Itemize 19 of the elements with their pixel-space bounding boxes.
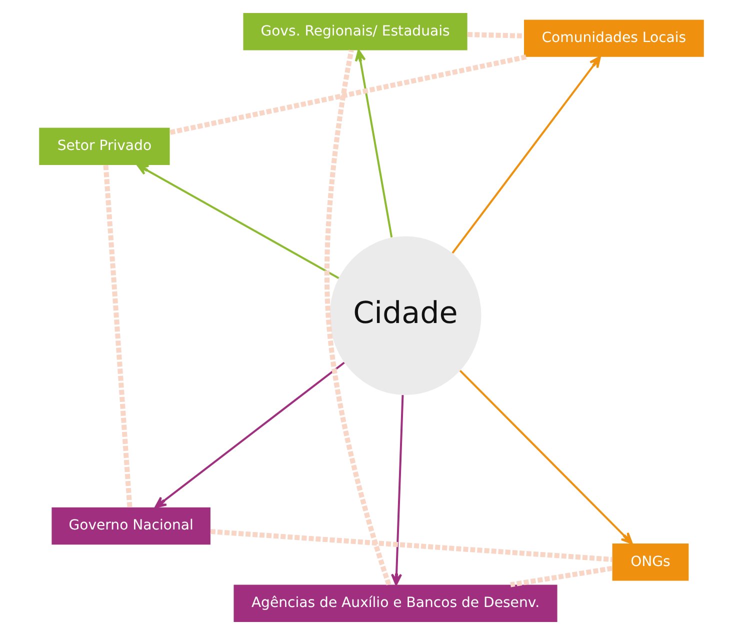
node-circle: Cidade <box>330 236 482 395</box>
connector <box>103 164 132 507</box>
arrow <box>390 394 404 586</box>
arrow <box>354 48 393 237</box>
node-box: Setor Privado <box>39 127 170 164</box>
node-box: Govs. Regionais/ Estaduais <box>243 12 468 50</box>
node-box: Comunidades Locais <box>524 19 704 56</box>
connector <box>468 32 524 38</box>
node-box: ONGs <box>612 543 689 580</box>
arrow <box>459 369 633 544</box>
node-box: Agências de Auxílio e Bancos de Desenv. <box>234 584 558 622</box>
arrow <box>452 55 601 254</box>
node-box: Governo Nacional <box>52 506 210 544</box>
arrow <box>154 361 345 508</box>
connector <box>324 49 392 585</box>
connector <box>169 54 527 134</box>
connector <box>210 528 612 562</box>
connector <box>510 565 612 587</box>
arrow <box>136 164 340 278</box>
